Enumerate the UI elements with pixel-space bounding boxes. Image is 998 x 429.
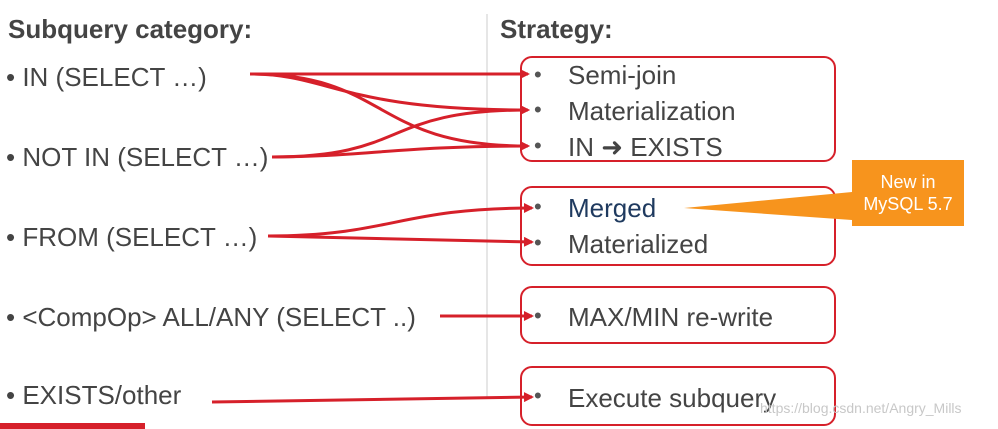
strategy-materialized: Materialized (568, 229, 709, 259)
arrow-exists-execute (211, 392, 534, 404)
arrow-from-materialized (267, 234, 534, 247)
category-compop: • <CompOp> ALL/ANY (SELECT ..) (6, 302, 416, 332)
arrow-in-materialization (249, 72, 530, 115)
bullet-icon: • (534, 230, 542, 255)
watermark: https://blog.csdn.net/Angry_Mills (760, 400, 962, 416)
strategy-semi-join: Semi-join (568, 60, 677, 90)
category-exists: • EXISTS/other (6, 380, 182, 410)
strategy-merged: Merged (568, 193, 657, 223)
category-exists-label: EXISTS/other (22, 380, 182, 410)
strategy-in-exists: IN ➜ EXISTS (568, 132, 723, 162)
new-in-mysql-badge: New in MySQL 5.7 (852, 160, 964, 226)
bullet-icon: • (534, 383, 542, 408)
strategy-max-min-rewrite: MAX/MIN re-write (568, 302, 774, 332)
bullet-icon: • (534, 97, 542, 122)
badge-line1: New in (880, 172, 936, 192)
strategy-box-from (520, 186, 836, 266)
arrow-in-exists (249, 72, 530, 151)
category-not-in: • NOT IN (SELECT …) (6, 142, 269, 172)
arrow-from-merged (267, 203, 534, 238)
subquery-category-header: Subquery category: (8, 14, 253, 44)
bullet-icon: • (534, 133, 542, 158)
category-in-label: IN (SELECT …) (22, 62, 207, 92)
category-from: • FROM (SELECT …) (6, 222, 258, 252)
category-in: • IN (SELECT …) (6, 62, 207, 92)
badge-callout-pointer (684, 192, 852, 220)
strategy-materialization: Materialization (568, 96, 736, 126)
bullet-icon: • (534, 303, 542, 328)
bullet-icon: • (534, 194, 542, 219)
strategy-header: Strategy: (500, 14, 613, 44)
category-from-label: FROM (SELECT …) (22, 222, 258, 252)
category-compop-label: <CompOp> ALL/ANY (SELECT ..) (22, 302, 416, 332)
strategy-execute-subquery: Execute subquery (568, 383, 777, 413)
arrow-notin-exists (271, 141, 530, 159)
bullet-icon: • (534, 62, 542, 87)
badge-line2: MySQL 5.7 (863, 194, 953, 214)
column-divider (486, 14, 488, 399)
category-not-in-label: NOT IN (SELECT …) (22, 142, 269, 172)
bottom-accent-bar (0, 423, 145, 429)
